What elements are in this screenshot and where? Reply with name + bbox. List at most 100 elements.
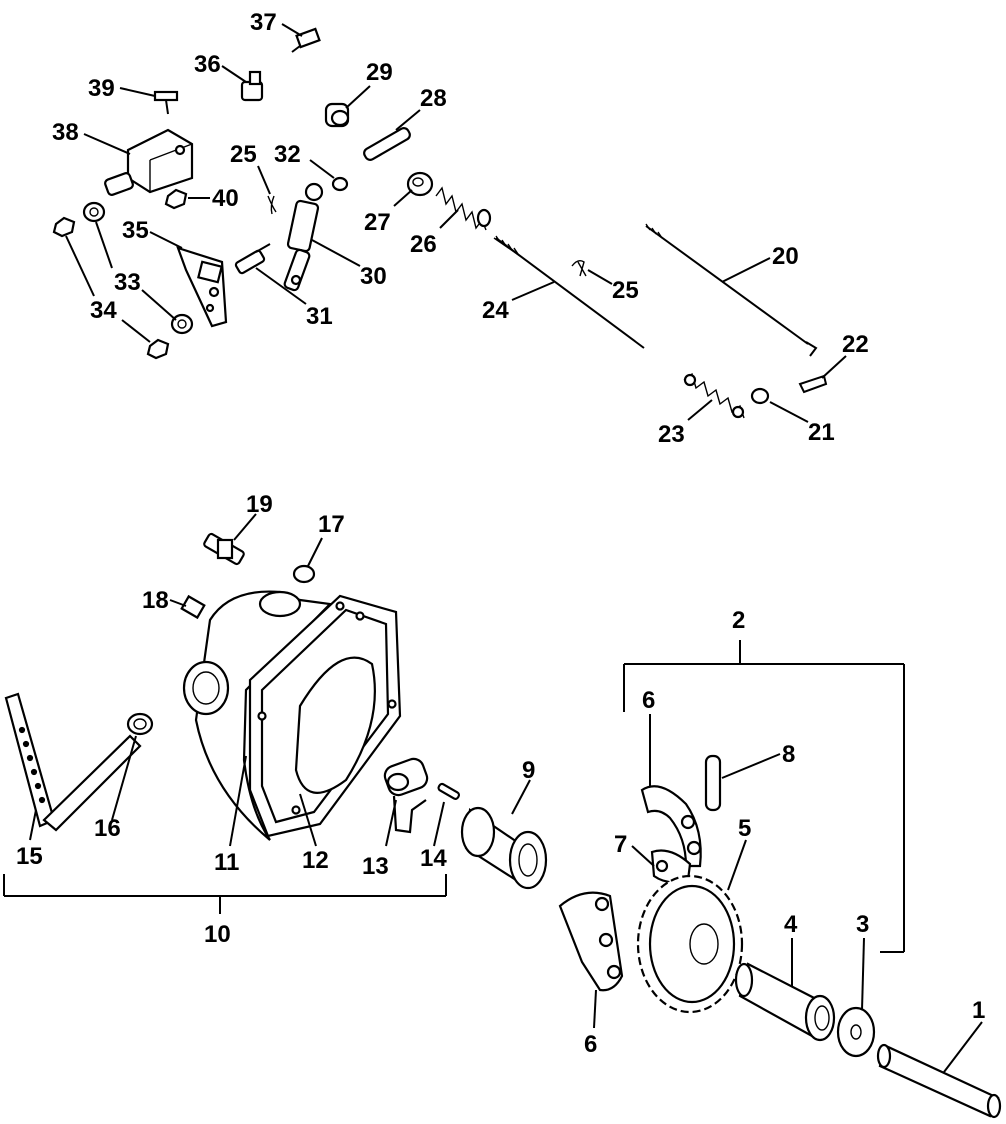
part-32-ring	[331, 176, 349, 192]
part-9-spool	[460, 806, 548, 890]
part-8-pin	[704, 754, 722, 812]
part-22-clip	[798, 374, 828, 394]
part-13-fork	[383, 757, 429, 834]
leader-9	[511, 779, 531, 815]
label-22: 22	[842, 331, 869, 358]
leader-21	[769, 401, 809, 423]
leader-31	[255, 267, 307, 305]
part-17-o-ring	[292, 564, 316, 584]
part-33-washer-top	[82, 201, 106, 223]
leader-14	[433, 801, 445, 847]
leader-32	[309, 159, 335, 179]
label-29: 29	[366, 59, 393, 86]
label-28: 28	[420, 85, 447, 112]
label-24: 24	[482, 297, 509, 324]
leader-25-right	[587, 269, 613, 285]
leader-24	[511, 281, 555, 301]
part-26-spring	[435, 186, 492, 231]
label-39: 39	[88, 75, 115, 102]
part-24-rod	[493, 235, 645, 349]
label-5: 5	[738, 815, 751, 842]
label-11: 11	[214, 849, 239, 876]
leader-1	[943, 1021, 983, 1073]
label-18: 18	[142, 587, 169, 614]
label-40: 40	[212, 185, 239, 212]
label-17: 17	[318, 511, 345, 538]
part-25-cotter-pin-right	[571, 259, 587, 277]
leader-3	[861, 937, 865, 1011]
label-34: 34	[90, 297, 117, 324]
label-4: 4	[784, 911, 798, 938]
leader-38	[83, 133, 131, 155]
part-29-bushing	[324, 102, 350, 128]
label-30: 30	[360, 263, 387, 290]
part-28-pin	[363, 127, 411, 161]
part-1-shaft	[876, 1043, 1002, 1119]
leader-17	[307, 537, 323, 567]
part-37-screw	[291, 27, 321, 53]
part-7-weight-pin	[650, 849, 692, 884]
part-33-washer-bottom	[170, 313, 194, 335]
leader-26	[439, 209, 459, 229]
label-6-lower: 6	[584, 1031, 597, 1058]
label-15: 15	[16, 843, 43, 870]
label-32: 32	[274, 141, 301, 168]
label-19: 19	[246, 491, 273, 518]
part-4-sleeve	[734, 962, 836, 1042]
part-34-nut-bottom	[146, 338, 170, 360]
part-20-long-rod	[645, 223, 818, 357]
label-2: 2	[732, 607, 745, 634]
leader-33b	[141, 289, 177, 321]
leader-18	[169, 599, 187, 607]
leader-12	[299, 793, 317, 847]
leader-15	[29, 809, 37, 841]
leader-20	[721, 257, 771, 283]
part-25-cotter-pin-upper	[267, 195, 277, 215]
leader-16	[111, 735, 137, 821]
part-12-gasket	[248, 594, 402, 838]
leader-39	[119, 87, 156, 97]
leader-11	[229, 755, 247, 847]
label-3: 3	[856, 911, 869, 938]
part-34-nut-top	[52, 216, 76, 238]
leader-34a	[65, 235, 95, 297]
label-25-upper: 25	[230, 141, 257, 168]
label-1: 1	[972, 997, 985, 1024]
leader-13	[385, 799, 397, 847]
part-5-gear	[636, 874, 744, 1014]
leader-23	[687, 399, 713, 421]
part-16-shaft	[42, 712, 154, 832]
leader-37	[281, 23, 303, 37]
label-8: 8	[782, 741, 795, 768]
leader-27	[393, 189, 413, 207]
part-6-weight-upper	[640, 785, 702, 868]
label-31: 31	[306, 303, 333, 330]
label-9: 9	[522, 757, 535, 784]
leader-25-upper	[257, 165, 271, 195]
label-26: 26	[410, 231, 437, 258]
part-15-arm	[4, 692, 56, 828]
part-27-bushing	[406, 171, 434, 197]
part-14-pin	[437, 782, 461, 800]
part-39-screw	[153, 90, 179, 115]
bracket-10	[3, 874, 447, 914]
part-40-nut	[164, 188, 188, 210]
leader-6-lower	[593, 989, 597, 1029]
label-21: 21	[808, 419, 835, 446]
part-30-lever	[283, 182, 324, 292]
leader-33a	[95, 221, 113, 269]
label-6-upper: 6	[642, 687, 655, 714]
label-27: 27	[364, 209, 391, 236]
label-14: 14	[420, 845, 447, 872]
part-35-bracket	[176, 246, 228, 328]
label-16: 16	[94, 815, 121, 842]
label-25-right: 25	[612, 277, 639, 304]
part-11-housing	[182, 590, 333, 841]
part-36-stud	[240, 70, 264, 102]
part-19-fitting	[203, 532, 245, 566]
leader-29	[345, 85, 371, 109]
part-3-washer	[836, 1006, 876, 1058]
part-6-weight-lower	[558, 891, 624, 992]
leader-35	[149, 231, 183, 249]
